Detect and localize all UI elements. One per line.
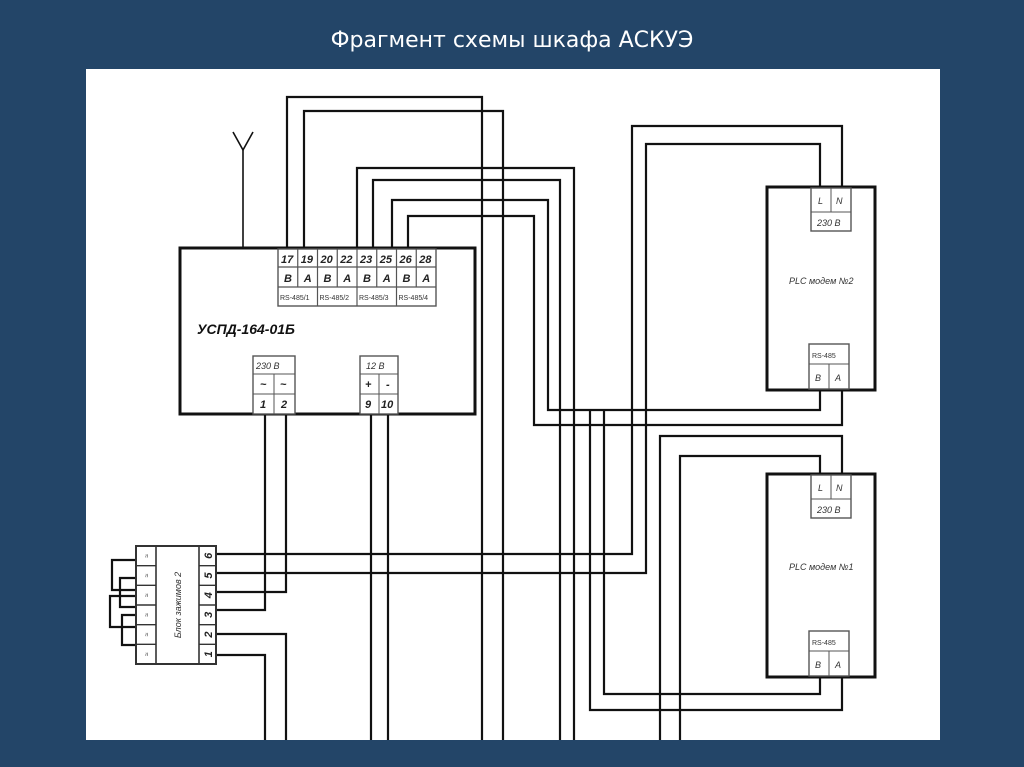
wires — [108, 95, 844, 740]
block-left-terminal: ≈ — [144, 593, 151, 597]
wire-plc2-l — [216, 142, 822, 575]
uspd-terminal-20: 20 — [320, 254, 334, 266]
wire-23 — [355, 166, 576, 740]
uspd-polarity-17: B — [284, 273, 292, 285]
uspd-230v-block: 230 В ~ ~ 1 2 — [252, 355, 296, 415]
plc2-rs-label: RS-485 — [812, 353, 836, 360]
uspd-polarity-23: B — [363, 273, 371, 285]
plc1-power-label: 230 В — [816, 505, 841, 515]
uspd-230v-sign-1: ~ — [260, 379, 267, 391]
terminal-block-name: Блок зажимов 2 — [173, 572, 183, 638]
uspd-12v-sign-minus: - — [386, 379, 390, 391]
uspd-230v-sign-2: ~ — [280, 379, 287, 391]
uspd-port-3: RS-485/3 — [359, 295, 389, 302]
uspd-terminal-23: 23 — [359, 254, 372, 266]
wire-26 — [390, 198, 822, 412]
uspd-port-4: RS-485/4 — [399, 295, 429, 302]
uspd-polarity-25: A — [382, 273, 391, 285]
jumper-b — [118, 576, 136, 609]
block-terminal-5: 5 — [203, 572, 215, 579]
uspd-terminal-1: 1 — [260, 399, 266, 411]
uspd-terminal-25: 25 — [379, 254, 393, 266]
uspd-port-1: RS-485/1 — [280, 295, 310, 302]
uspd-polarity-20: B — [324, 273, 332, 285]
uspd-terminal-19: 19 — [301, 254, 314, 266]
plc2-terminal-n: N — [836, 196, 843, 206]
wire-17 — [285, 95, 484, 740]
terminal-block-2: 6 ≈5 ≈4 ≈3 ≈2 ≈1 ≈ Блок зажимов 2 — [135, 545, 217, 665]
plc1-rs-label: RS-485 — [812, 640, 836, 647]
uspd-230v-label: 230 В — [255, 361, 280, 371]
uspd-name: УСПД-164-01Б — [197, 321, 295, 337]
uspd-12v-block: 12 В + - 9 10 — [359, 355, 399, 415]
uspd-12v-sign-plus: + — [365, 379, 372, 391]
uspd-terminal-22: 22 — [339, 254, 352, 266]
wire-plc1-n — [658, 434, 844, 740]
uspd-terminal-2: 2 — [280, 399, 287, 411]
antenna-icon — [232, 131, 254, 258]
plc2-power-label: 230 В — [816, 218, 841, 228]
plc-modem-2: L N 230 В PLC модем №2 RS-485 B A — [765, 185, 877, 392]
uspd-rs-terminal-block: 17B 19A 20B 22A 23B 25A 26B 28A RS-485/1 RS-485/2… — [277, 248, 437, 307]
block-left-terminal: ≈ — [144, 632, 151, 636]
wire-block-2 — [216, 632, 288, 740]
jumper-d — [120, 613, 136, 647]
plc1-terminal-l: L — [818, 483, 823, 493]
wire-plc2-n — [216, 124, 844, 556]
block-left-terminal: ≈ — [144, 554, 151, 558]
block-left-terminal: ≈ — [144, 652, 151, 656]
wire-25 — [371, 178, 562, 740]
uspd-polarity-22: A — [342, 273, 351, 285]
jumper-a — [110, 558, 136, 592]
block-terminal-1: 1 — [203, 651, 215, 657]
uspd-polarity-28: A — [421, 273, 430, 285]
wire-uspd-2 — [216, 413, 288, 594]
plc1-terminal-b: B — [815, 660, 821, 670]
uspd-terminal-17: 17 — [281, 254, 294, 266]
wire-plc1-b — [602, 410, 822, 696]
block-terminal-6: 6 — [203, 552, 215, 559]
wire-uspd-1 — [216, 413, 267, 612]
plc2-name: PLC модем №2 — [789, 276, 854, 286]
uspd-terminal-26: 26 — [399, 254, 413, 266]
wire-19 — [302, 109, 505, 740]
block-terminal-2: 2 — [203, 631, 215, 638]
wire-plc1-a — [588, 410, 844, 712]
uspd-port-2: RS-485/2 — [320, 295, 350, 302]
plc2-terminal-b: B — [815, 373, 821, 383]
wire-plc1-l — [678, 454, 822, 740]
plc2-terminal-a: A — [834, 373, 841, 383]
plc1-name: PLC модем №1 — [789, 562, 854, 572]
uspd-polarity-19: A — [303, 273, 312, 285]
block-left-terminal: ≈ — [144, 613, 151, 617]
uspd-terminal-28: 28 — [418, 254, 432, 266]
block-terminal-4: 4 — [203, 592, 215, 599]
slide-title: Фрагмент схемы шкафа АСКУЭ — [330, 28, 694, 53]
plc-modem-1: L N 230 В PLC модем №1 RS-485 B A — [765, 472, 877, 679]
uspd-12v-label: 12 В — [366, 361, 385, 371]
uspd-terminal-9: 9 — [365, 399, 372, 411]
uspd-polarity-26: B — [403, 273, 411, 285]
uspd-terminal-10: 10 — [381, 399, 394, 411]
plc1-terminal-a: A — [834, 660, 841, 670]
plc2-terminal-l: L — [818, 196, 823, 206]
wire-28 — [406, 214, 844, 427]
wire-block-1 — [216, 653, 267, 740]
block-terminal-3: 3 — [203, 612, 215, 618]
block-left-terminal: ≈ — [144, 573, 151, 577]
plc1-terminal-n: N — [836, 483, 843, 493]
